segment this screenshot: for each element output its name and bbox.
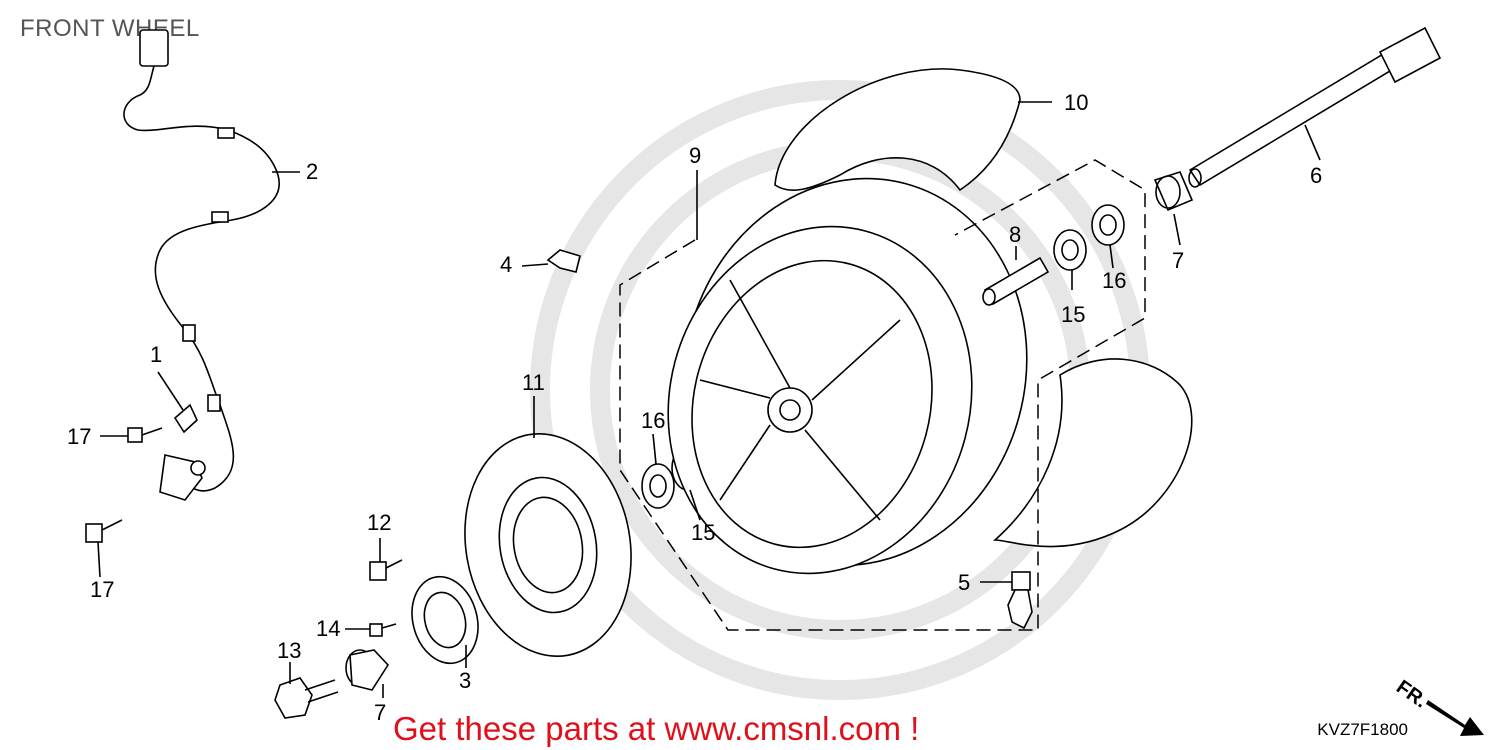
brake-disc bbox=[464, 432, 632, 658]
callout-11: 11 bbox=[522, 370, 545, 395]
tire-valve bbox=[1007, 571, 1033, 630]
harness-clamp bbox=[173, 403, 198, 434]
callout-5: 5 bbox=[958, 570, 970, 595]
bearing-16-left bbox=[641, 463, 675, 509]
wheel-speed-sensor bbox=[159, 454, 206, 501]
clip bbox=[546, 249, 581, 273]
bearing-16-right bbox=[1091, 204, 1125, 246]
tire bbox=[774, 68, 1193, 548]
callout-13: 13 bbox=[277, 638, 301, 663]
direction-label: FR. bbox=[1392, 676, 1431, 713]
callout-17-upper: 17 bbox=[67, 424, 91, 449]
callout-16-right: 16 bbox=[1102, 268, 1126, 293]
callout-1: 1 bbox=[150, 342, 162, 367]
callout-14: 14 bbox=[316, 616, 340, 641]
leader-lines bbox=[97, 101, 1321, 698]
bolt-17-lower bbox=[85, 519, 123, 543]
front-axle bbox=[1188, 26, 1442, 188]
speed-sensor-cable bbox=[123, 29, 280, 492]
callout-17-lower: 17 bbox=[90, 577, 114, 602]
callout-10: 10 bbox=[1064, 90, 1088, 115]
bolt-17-upper bbox=[127, 427, 163, 443]
axle-bolt bbox=[274, 677, 339, 719]
wheel-rim bbox=[667, 177, 1028, 575]
side-collar-right bbox=[1153, 171, 1194, 212]
callout-6: 6 bbox=[1310, 163, 1322, 188]
callout-9: 9 bbox=[689, 143, 701, 168]
promo-link-text[interactable]: Get these parts at www.cmsnl.com ! bbox=[393, 710, 920, 747]
page-title: FRONT WHEEL bbox=[20, 15, 200, 42]
callout-8: 8 bbox=[1009, 222, 1021, 247]
callout-2: 2 bbox=[306, 159, 318, 184]
callout-16-left: 16 bbox=[641, 408, 665, 433]
side-collar-left bbox=[345, 649, 390, 691]
bearing-15-right bbox=[1053, 229, 1087, 271]
callout-15-right: 15 bbox=[1061, 302, 1085, 327]
callout-7-right: 7 bbox=[1172, 248, 1184, 273]
callout-4: 4 bbox=[500, 252, 512, 277]
distance-collar bbox=[982, 256, 1050, 306]
callout-7-left: 7 bbox=[374, 700, 386, 725]
screw-14 bbox=[369, 623, 397, 637]
callout-15-left: 15 bbox=[691, 520, 715, 545]
callout-3: 3 bbox=[459, 668, 471, 693]
callout-12: 12 bbox=[367, 510, 391, 535]
assembly-outline bbox=[619, 159, 1146, 631]
pulser-ring bbox=[411, 575, 479, 665]
bolt-12 bbox=[369, 559, 403, 581]
diagram-code: KVZ7F1800 bbox=[1317, 720, 1408, 739]
